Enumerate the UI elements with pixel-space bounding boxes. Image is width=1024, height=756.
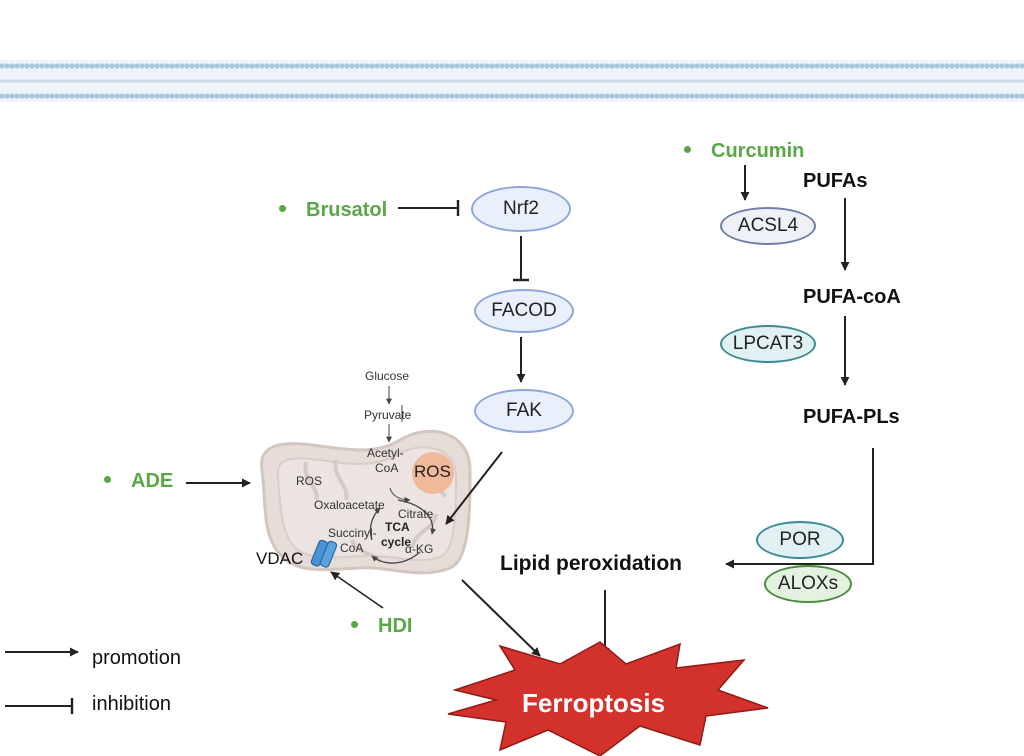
label-acetyl-coa-2: CoA (375, 461, 399, 475)
node-acsl4: ACSL4 (720, 207, 816, 245)
vdac-channel-icon (310, 539, 338, 568)
node-lpcat3: LPCAT3 (720, 325, 816, 363)
acetylcoa-citrate-arrow (389, 487, 411, 503)
bullet-icon (351, 621, 358, 629)
bullet-icon (279, 205, 286, 213)
mito-ferroptosis-arrow (461, 579, 541, 657)
bullet-icon (104, 476, 111, 484)
label-glucose: Glucose (365, 369, 410, 383)
label-oxaloacetate: Oxaloacetate (314, 498, 385, 512)
tca-cycle-loop (369, 386, 437, 564)
label-tca-2: cycle (381, 535, 412, 549)
label-succinyl-2: CoA (340, 541, 364, 555)
label-akg: α-KG (405, 542, 434, 556)
label-pyruvate: Pyruvate (364, 408, 412, 422)
label-vdac: VDAC (256, 549, 304, 568)
bullet-icon (684, 146, 691, 154)
node-facod: FACOD (474, 289, 574, 333)
label-pufas: PUFAs (803, 170, 868, 192)
label-succinyl-1: Succinyl- (328, 526, 377, 540)
label-ros-circle: ROS (414, 462, 451, 481)
legend-promotion: promotion (92, 647, 181, 669)
label-citrate: Citrate (398, 507, 434, 521)
node-por: POR (756, 521, 844, 559)
drug-hdi: HDI (351, 615, 412, 638)
ros-circle (412, 452, 454, 494)
drug-brusatol: Brusatol (279, 199, 387, 222)
label-pufa-pls: PUFA-PLs (803, 406, 900, 428)
node-nrf2: Nrf2 (471, 186, 571, 232)
fak-mito-arrow (445, 451, 503, 525)
pufapls-lipidperox-arrow (725, 448, 874, 569)
label-lipid-peroxidation: Lipid peroxidation (500, 552, 682, 575)
label-ros-mito: ROS (296, 474, 323, 488)
hdi-vdac-arrow (330, 571, 384, 609)
label-ferroptosis: Ferroptosis (522, 688, 666, 718)
drug-curcumin: Curcumin (684, 140, 804, 163)
cell-membrane (0, 60, 1024, 102)
node-aloxs: ALOXs (764, 565, 852, 603)
label-pufa-coa: PUFA-coA (803, 286, 901, 308)
legend-inhibition: inhibition (92, 693, 171, 715)
label-acetyl-coa-1: Acetyl- (367, 446, 404, 460)
ferroptosis-starburst (447, 641, 769, 756)
label-tca-1: TCA (385, 520, 410, 534)
node-fak: FAK (474, 389, 574, 433)
drug-ade: ADE (104, 470, 173, 493)
